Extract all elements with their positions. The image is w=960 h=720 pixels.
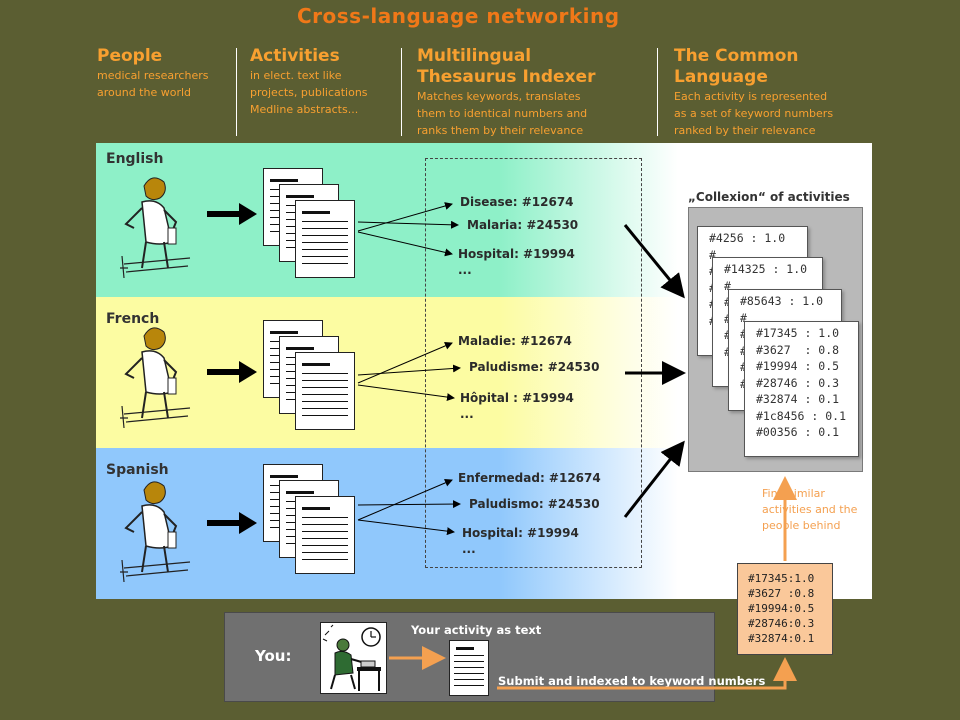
document-icon [295,200,355,278]
keyword-entry: Hospital: #19994 [462,526,579,540]
column-desc-line: ranks them by their relevance [417,124,584,137]
arrow-right-icon [239,361,257,383]
flow-arrow [623,440,685,518]
activity-as-text-label: Your activity as text [411,623,542,637]
flow-arrow [357,231,453,257]
scientist-figure-icon [116,172,196,284]
flow-arrow [357,479,453,521]
arrow-right-icon [239,203,257,225]
worker-at-desk-icon [320,622,387,694]
scientist-figure-icon [116,322,196,434]
column-thesaurus: Multilingual Thesaurus Indexer Matches k… [417,46,595,139]
submit-label: Submit and indexed to keyword numbers [498,674,766,688]
flow-arrow [357,364,461,376]
column-heading: The Common [674,46,799,66]
arrow-right-icon [207,211,241,217]
column-desc-line: in elect. text like [250,69,342,82]
keyword-ellipsis: ... [458,263,472,277]
flow-arrow [357,384,455,402]
document-icon [295,496,355,574]
column-divider [401,48,402,136]
column-desc-line: Each activity is represented [674,90,828,103]
keyword-entry: Hospital: #19994 [458,247,575,261]
flow-arrow [357,202,453,232]
column-desc-line: Medline abstracts... [250,103,359,116]
band-label: French [106,311,160,327]
column-divider [236,48,237,136]
collexion-label: „Collexion“ of activities [688,190,850,204]
page-title: Cross-language networking [297,4,620,28]
column-people: People medical researchers around the wo… [97,46,208,101]
keyword-entry: Maladie: #12674 [458,334,572,348]
column-heading-2: Thesaurus Indexer [417,67,596,87]
band-label: Spanish [106,462,169,478]
arrow-right-icon [239,512,257,534]
column-heading: Activities [250,46,340,66]
flow-arrow [357,500,461,509]
column-heading-2: Language [674,67,768,87]
keyword-entry: Disease: #12674 [460,195,574,209]
keyword-entry: Malaria: #24530 [467,218,579,232]
your-document-icon[interactable] [449,640,489,696]
column-desc-line: Matches keywords, translates [417,90,581,103]
keyword-ellipsis: ... [460,407,474,421]
column-desc-line: ranked by their relevance [674,124,816,137]
keyword-entry: Paludismo: #24530 [469,497,600,511]
column-desc-line: as a set of keyword numbers [674,107,834,120]
scientist-figure-icon [116,476,196,588]
activity-card-best-match[interactable]: #17345 : 1.0 #3627 : 0.8 #19994 : 0.5 #2… [744,321,859,457]
keyword-entry: Paludisme: #24530 [469,360,600,374]
column-desc-line: around the world [97,86,192,99]
flow-arrow [623,224,685,299]
keyword-ellipsis: ... [462,542,476,556]
you-label: You: [255,647,292,665]
keyword-entry: Hôpital : #19994 [460,391,574,405]
column-desc-line: them to identical numbers and [417,107,588,120]
thesaurus-indexer-box [425,158,642,568]
column-common-language: The Common Language Each activity is rep… [674,46,833,139]
column-desc-line: projects, publications [250,86,368,99]
column-desc-line: medical researchers [97,69,209,82]
column-divider [657,48,658,136]
document-icon [295,352,355,430]
keyword-entry: Enfermedad: #12674 [458,471,601,485]
column-heading: People [97,46,163,66]
column-activities: Activities in elect. text like projects,… [250,46,368,118]
flow-arrow [357,519,455,536]
flow-arrow [357,220,459,229]
arrow-right-icon [207,369,241,375]
column-heading: Multilingual [417,46,532,66]
arrow-right-icon [207,520,241,526]
flow-arrow [357,342,453,384]
query-vector-box: #17345:1.0 #3627 :0.8 #19994:0.5 #28746:… [737,563,833,655]
band-label: English [106,151,164,167]
flow-arrow [497,657,797,690]
